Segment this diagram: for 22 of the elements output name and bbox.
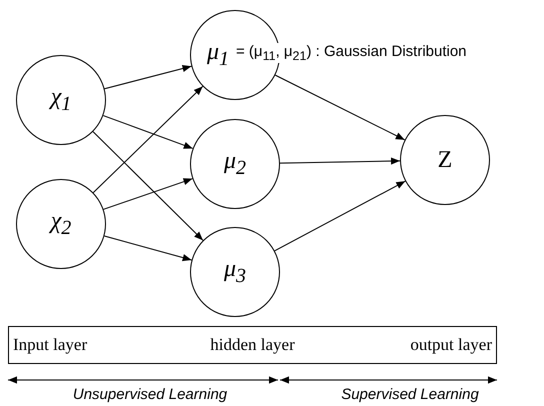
arrow [104,235,192,262]
layer-label: hidden layer [210,335,295,355]
layer-box [8,326,497,364]
layer-label: output layer [410,335,492,355]
formula-annotation: = (μ$_{11}$, μ$_{21}$) : Gaussian Distribution [236,43,467,63]
node-symbol: Z [438,146,452,174]
node-symbol: χ$_{2}$ [50,208,72,240]
layer-label: Input layer [13,335,88,355]
node-symbol: μ$_{2}$ [224,148,246,180]
arrow [92,131,204,241]
arrow [280,157,400,165]
arrow [274,74,406,140]
node-symbol: μ$_{1}$ [206,39,230,71]
arrow [104,65,192,90]
learning-label: Unsupervised Learning [72,386,228,403]
arrow [102,115,194,149]
node-symbol: χ$_{1}$ [50,84,72,116]
node-symbol: μ$_{3}$ [224,256,246,288]
arrow [92,86,204,194]
learning-label: Supervised Learning [341,386,479,403]
arrow [103,178,193,210]
arrow [274,180,406,252]
